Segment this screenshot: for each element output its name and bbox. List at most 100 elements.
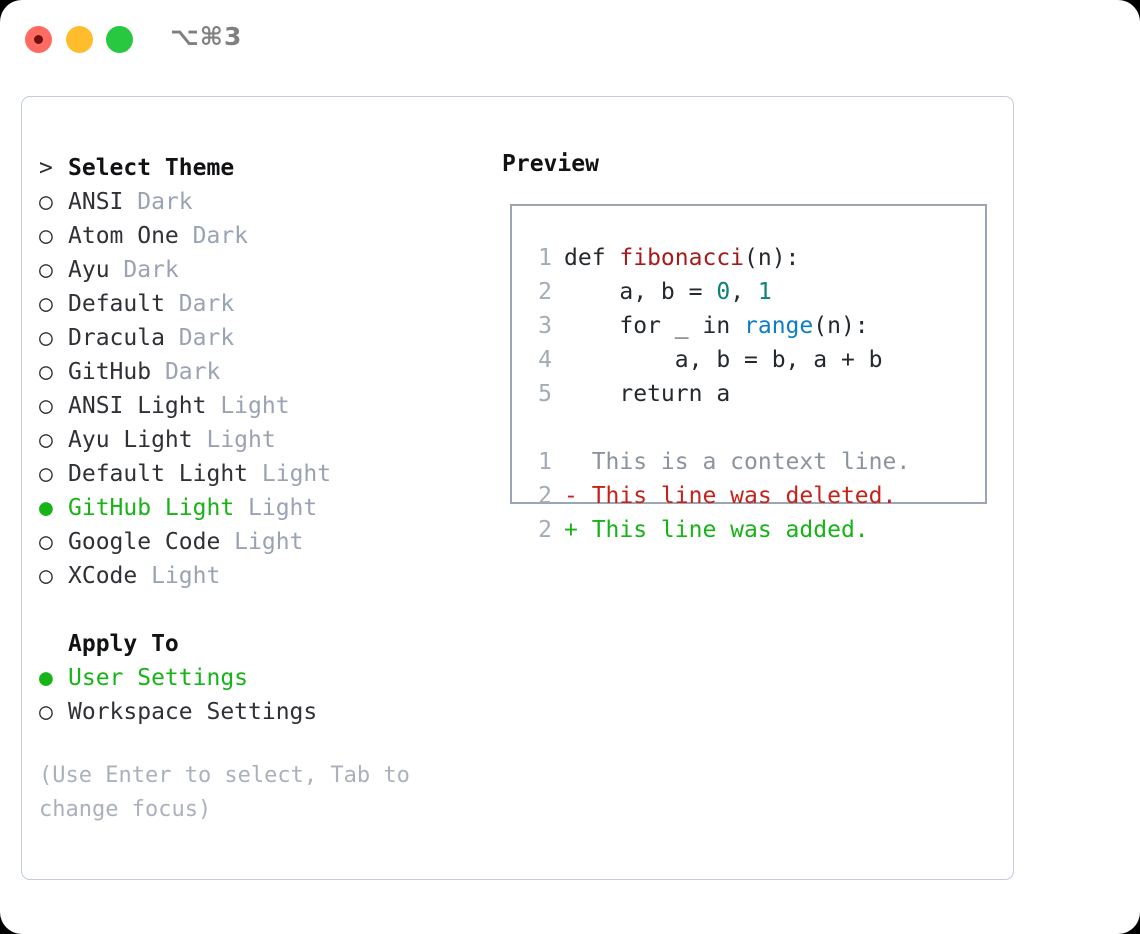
apply-to-item-label: User Settings [68,665,249,691]
theme-item-label: ANSI Light [68,393,221,419]
code-token: def [564,245,620,271]
theme-item-variant-badge: Dark [178,291,235,317]
theme-item-variant-badge: Light [220,393,290,419]
theme-item-label: Dracula [68,325,179,351]
diff-line-ctx: 1 This is a context line. [526,445,910,479]
theme-list-item[interactable]: ○ ANSI Dark [39,185,479,219]
theme-list-item[interactable]: ○ ANSI Light Light [39,389,479,423]
code-line-number: 3 [538,313,552,339]
radio-unselected-icon: ○ [39,257,53,283]
radio-unselected-icon: ○ [39,529,53,555]
code-token: return a [564,381,731,407]
theme-item-variant-badge: Light [261,461,332,487]
apply-to-section-header: Apply To [39,627,479,661]
theme-list-item[interactable]: ○Dracula Dark [39,321,479,355]
radio-unselected-icon: ○ [39,393,53,419]
theme-item-label: Atom One [68,223,193,249]
theme-list: ○ANSI Dark○Atom One Dark○Ayu Dark○Defaul… [39,185,479,593]
diff-line-del: 2 - This line was deleted. [526,479,910,513]
theme-list-item[interactable]: ○ Default Dark [39,287,479,321]
theme-item-variant-badge: Light [234,529,304,555]
theme-item-label: Google Code [68,529,235,555]
theme-item-variant-badge: Light [248,495,318,521]
radio-selected-icon: ● [39,495,53,521]
theme-selector-column: >Select Theme ○ ANSI Dark ○ Atom One Dark ○ A… [39,151,479,827]
preview-title: Preview [502,151,599,177]
theme-item-label: ANSI [68,189,138,215]
apply-to-section-header-label: Apply To [68,631,179,657]
diff-line-number: 2 [538,483,552,509]
theme-list-item[interactable]: ○ XCode Light [39,559,479,593]
code-blank-line [526,411,910,445]
theme-list-item[interactable]: ○GitHub Dark [39,355,479,389]
code-token: 0 [716,279,731,305]
theme-item-label: XCode [68,563,152,589]
code-token: (n): [813,313,869,339]
diff-line-add: 2+ This line was added. [526,513,910,547]
theme-item-label: GitHub Light [68,495,249,521]
apply-to-list-item[interactable]: ○ Workspace Settings [39,695,479,729]
apply-to-list-item[interactable]: ● User Settings [39,661,479,695]
radio-unselected-icon: ○ [39,359,53,385]
theme-item-label: Default [68,291,179,317]
code-line: 3 for _ in range(n): [526,309,910,343]
code-token: , [730,279,758,305]
diff-line-text: + This line was added. [564,517,869,543]
maximize-window-button[interactable] [106,26,133,53]
minimize-window-button[interactable] [66,26,93,53]
theme-list-item[interactable]: ○ Ayu Light Light [39,423,479,457]
recording-indicator-icon [34,35,43,44]
code-token: fibonacci [619,245,745,271]
apply-to-list: ● User Settings ○ Workspace Settings [39,661,479,729]
main-panel: >Select Theme ○ ANSI Dark ○ Atom One Dark ○ A… [21,96,1014,880]
code-token: a, b = b, a + b [564,347,883,373]
keyboard-hint-text: (Use Enter to select, Tab to change focu… [39,763,424,822]
theme-section-header: >Select Theme [39,151,479,185]
theme-list-item[interactable]: ○ Atom One Dark [39,219,479,253]
radio-unselected-icon: ○ [39,189,53,215]
theme-item-variant-badge: Dark [123,257,179,283]
section-spacer [39,593,479,627]
theme-list-item[interactable]: ● GitHub Light Light [39,491,479,525]
diff-line-text: - This line was deleted. [564,483,897,509]
theme-item-variant-badge: Light [151,563,221,589]
code-line-number: 4 [538,347,552,373]
diff-line-text: This is a context line. [564,449,911,475]
code-token: a, b = [564,279,717,305]
diff-line-number: 1 [538,449,552,475]
code-line: 4 a, b = b, a + b [526,343,910,377]
title-bar: ⌥⌘3 [0,0,1140,78]
radio-unselected-icon: ○ [39,699,53,725]
window-title: ⌥⌘3 [170,22,243,51]
theme-item-variant-badge: Dark [192,223,249,249]
theme-item-variant-badge: Dark [137,189,193,215]
theme-item-label: Ayu Light [68,427,207,453]
theme-item-variant-badge: Light [206,427,276,453]
code-line-number: 5 [538,381,552,407]
radio-unselected-icon: ○ [39,427,53,453]
theme-list-item[interactable]: ○ Google Code Light [39,525,479,559]
radio-unselected-icon: ○ [39,563,53,589]
code-line: 2 a, b = 0, 1 [526,275,910,309]
theme-section-header-label: Select Theme [68,155,235,181]
theme-list-item[interactable]: ○ Ayu Dark [39,253,479,287]
theme-item-label: GitHub [68,359,165,385]
code-token: range [744,313,814,339]
code-token: for _ in [564,313,745,339]
theme-item-variant-badge: Dark [178,325,235,351]
apply-to-item-label: Workspace Settings [68,699,318,725]
code-line: 5 return a [526,377,910,411]
blank-marker-icon [39,627,68,661]
radio-unselected-icon: ○ [39,291,53,317]
radio-unselected-icon: ○ [39,223,53,249]
theme-list-item[interactable]: ○Default Light Light [39,457,479,491]
theme-item-label: Default Light [68,461,262,487]
radio-selected-icon: ● [39,665,53,691]
code-line-number: 2 [538,279,552,305]
theme-item-label: Ayu [68,257,124,283]
code-token: (n): [744,245,800,271]
